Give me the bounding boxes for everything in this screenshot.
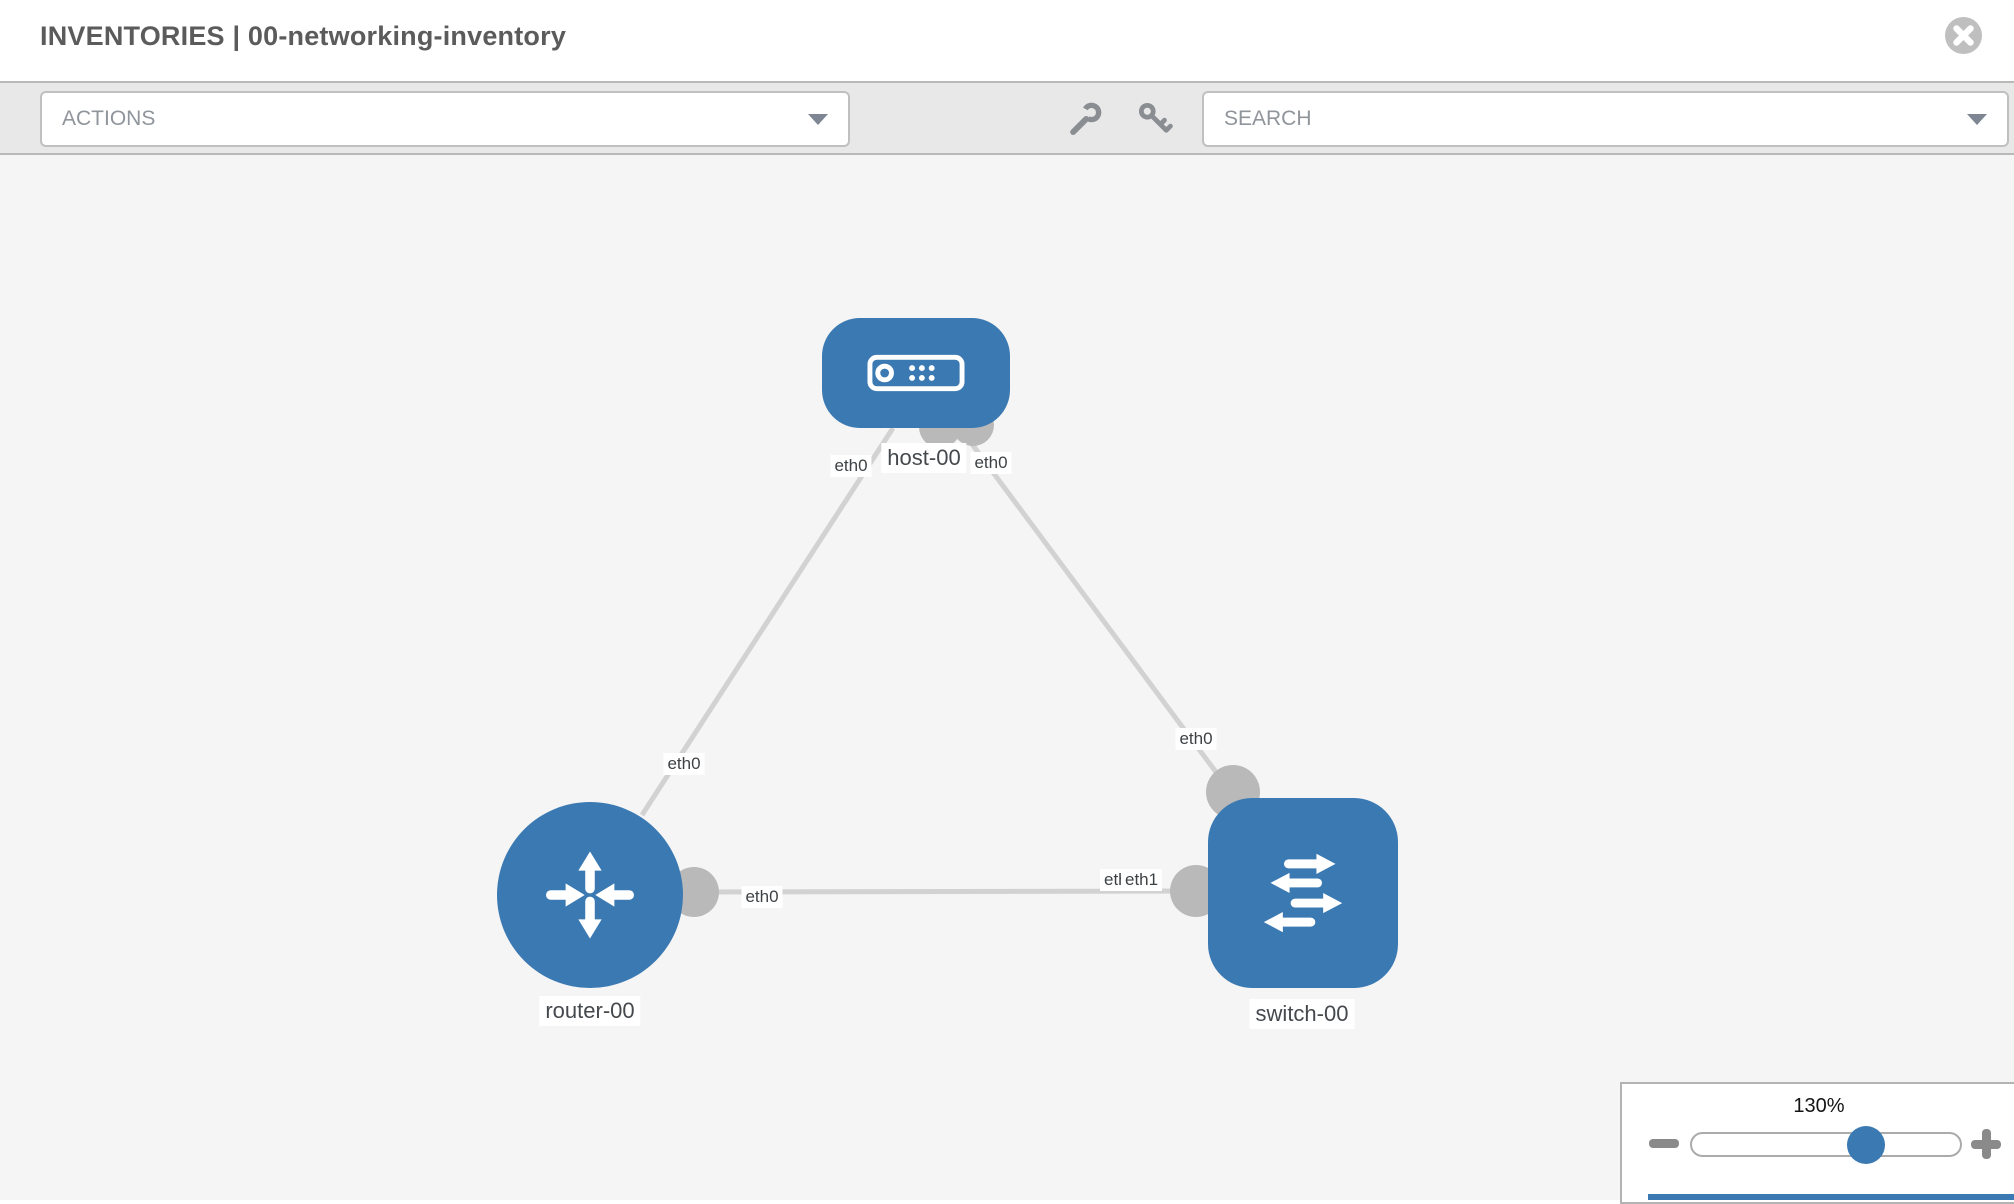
key-icon — [1138, 102, 1173, 133]
zoom-slider-track[interactable] — [1690, 1132, 1962, 1157]
topology-edges — [639, 404, 1260, 917]
zoom-in-button[interactable] — [1971, 1129, 2001, 1159]
interface-label-router-top: eth0 — [663, 753, 705, 775]
actions-dropdown[interactable]: ACTIONS — [40, 91, 850, 147]
node-router-00[interactable] — [497, 802, 683, 988]
host-icon — [867, 354, 965, 392]
node-label-host-00: host-00 — [881, 443, 967, 473]
search-placeholder: SEARCH — [1224, 107, 1312, 130]
switch-icon — [1263, 853, 1343, 933]
zoom-slider-handle[interactable] — [1847, 1126, 1885, 1164]
close-icon — [1945, 17, 1982, 54]
interface-label-router-right: eth0 — [741, 886, 783, 908]
node-label-switch-00: switch-00 — [1249, 999, 1355, 1029]
tools-button[interactable] — [1066, 100, 1104, 138]
node-host-00[interactable] — [822, 318, 1010, 428]
node-label-router-00: router-00 — [539, 996, 641, 1026]
router-icon — [546, 851, 634, 939]
panel-accent-bar — [1648, 1194, 2014, 1200]
chevron-down-icon — [808, 113, 828, 125]
search-dropdown[interactable]: SEARCH — [1202, 91, 2009, 147]
node-switch-00[interactable] — [1208, 798, 1398, 988]
page-title: INVENTORIES | 00-networking-inventory — [40, 21, 567, 51]
zoom-level-label: 130% — [1793, 1095, 1845, 1117]
actions-dropdown-label: ACTIONS — [62, 107, 156, 130]
zoom-out-button[interactable] — [1649, 1139, 1679, 1148]
chevron-down-icon — [1967, 113, 1987, 125]
interface-label-switch-top: eth0 — [1175, 728, 1217, 750]
interface-label-switch-left-over: eth1 — [1121, 869, 1163, 891]
credentials-button[interactable] — [1136, 100, 1174, 138]
zoom-panel: 130% — [1620, 1082, 2014, 1204]
wrench-icon — [1070, 102, 1102, 136]
interface-label-host-right: eth0 — [970, 452, 1012, 474]
topology-canvas[interactable]: host-00 router-00 switch-00 eth0 eth0 et… — [0, 155, 2014, 1200]
interface-label-host-left: eth0 — [830, 455, 872, 477]
close-button[interactable] — [1945, 17, 1982, 54]
header: INVENTORIES | 00-networking-inventory — [0, 0, 2014, 81]
toolbar: ACTIONS SEARCH — [0, 81, 2014, 155]
link-host-router — [639, 426, 896, 817]
